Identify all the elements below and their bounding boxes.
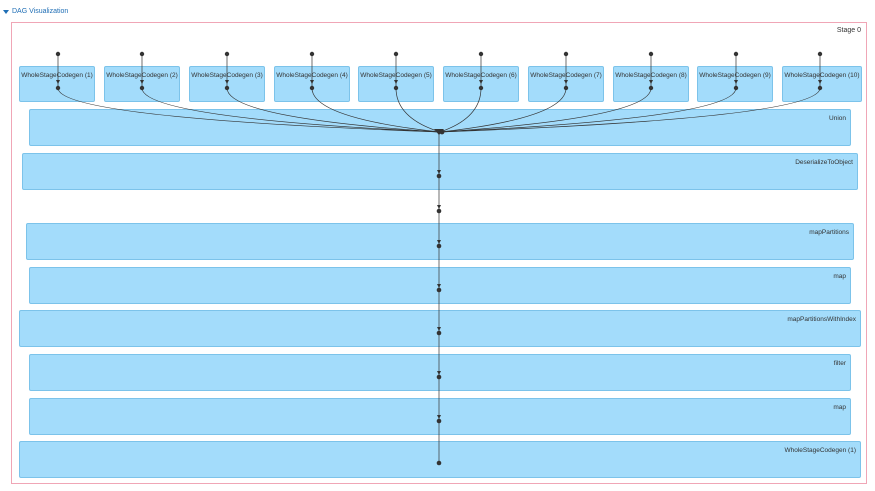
map-node[interactable]: map <box>29 267 851 304</box>
top-node[interactable]: WholeStageCodegen (2) <box>104 66 180 102</box>
top-node[interactable]: WholeStageCodegen (10) <box>782 66 862 102</box>
stage-cluster: Stage 0 <box>11 22 867 484</box>
node-label: Union <box>829 115 846 122</box>
node-label: WholeStageCodegen (10) <box>784 72 860 79</box>
dag-visualization-toggle[interactable]: DAG Visualization <box>3 5 68 17</box>
node-label: WholeStageCodegen (1) <box>21 72 93 79</box>
node-label: filter <box>833 360 846 367</box>
node-label: map <box>833 273 846 280</box>
top-node[interactable]: WholeStageCodegen (9) <box>697 66 773 102</box>
union-node[interactable]: Union <box>29 109 851 146</box>
node-label: mapPartitions <box>809 229 849 236</box>
node-label: WholeStageCodegen (4) <box>276 72 348 79</box>
whole-stage-codegen-final-node[interactable]: WholeStageCodegen (1) <box>19 441 861 478</box>
map-node[interactable]: map <box>29 398 851 435</box>
top-node[interactable]: WholeStageCodegen (4) <box>274 66 350 102</box>
node-label: WholeStageCodegen (5) <box>360 72 432 79</box>
node-label: WholeStageCodegen (3) <box>191 72 263 79</box>
node-label: WholeStageCodegen (8) <box>615 72 687 79</box>
node-label: WholeStageCodegen (9) <box>699 72 771 79</box>
node-label: map <box>833 404 846 411</box>
node-label: WholeStageCodegen (6) <box>445 72 517 79</box>
deserialize-to-object-node[interactable]: DeserializeToObject <box>22 153 858 190</box>
caret-down-icon <box>3 9 9 14</box>
map-partitions-node[interactable]: mapPartitions <box>26 223 854 260</box>
stage-label: Stage 0 <box>836 27 861 34</box>
node-label: DeserializeToObject <box>795 159 853 166</box>
top-node[interactable]: WholeStageCodegen (7) <box>528 66 604 102</box>
dag-visualization-title: DAG Visualization <box>12 7 69 15</box>
node-label: WholeStageCodegen (1) <box>784 447 856 454</box>
top-node[interactable]: WholeStageCodegen (1) <box>19 66 95 102</box>
top-node[interactable]: WholeStageCodegen (6) <box>443 66 519 102</box>
map-partitions-with-index-node[interactable]: mapPartitionsWithIndex <box>19 310 861 347</box>
top-node[interactable]: WholeStageCodegen (3) <box>189 66 265 102</box>
filter-node[interactable]: filter <box>29 354 851 391</box>
node-label: WholeStageCodegen (2) <box>106 72 178 79</box>
node-label: WholeStageCodegen (7) <box>530 72 602 79</box>
top-node[interactable]: WholeStageCodegen (5) <box>358 66 434 102</box>
top-node[interactable]: WholeStageCodegen (8) <box>613 66 689 102</box>
node-label: mapPartitionsWithIndex <box>787 316 856 323</box>
